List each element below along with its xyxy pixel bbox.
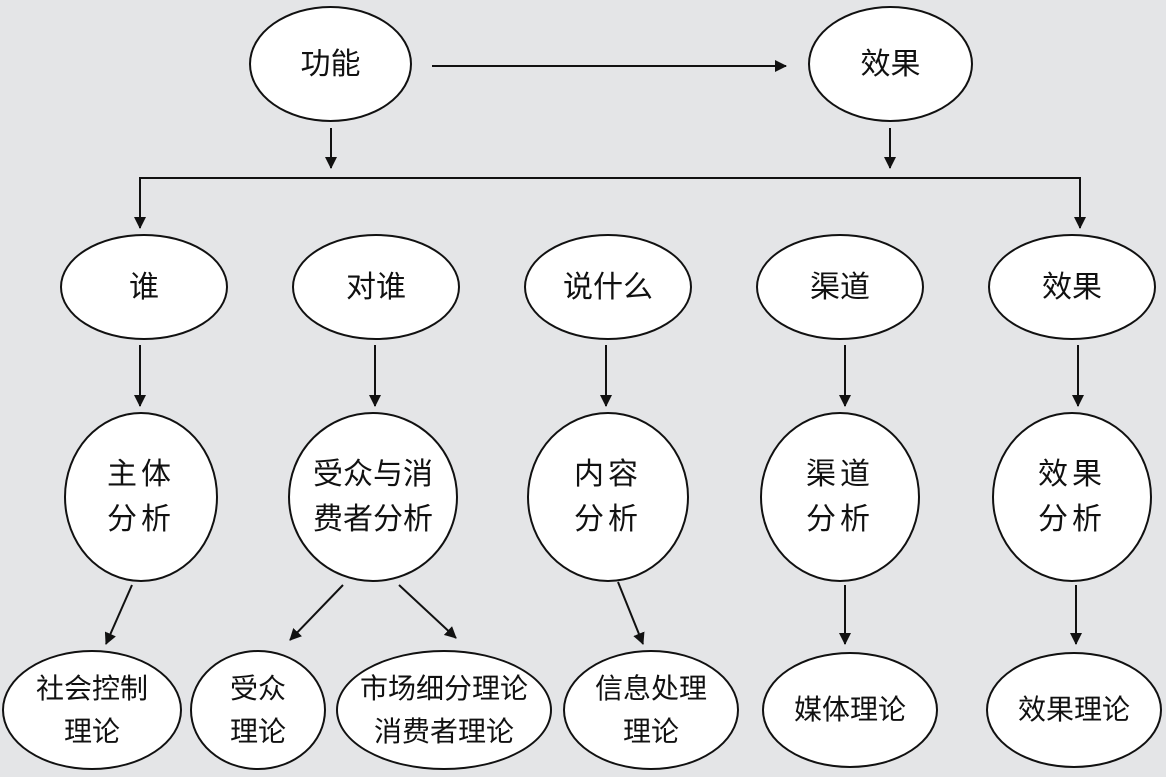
node-to-whom-label: 对谁	[346, 269, 406, 305]
node-who-label: 谁	[129, 269, 159, 305]
node-channel-analysis-line1: 渠道	[806, 457, 874, 492]
node-market-consumer-theory-line1: 市场细分理论	[359, 671, 528, 705]
node-audience-theory-line1: 受众	[229, 671, 286, 705]
node-says-what: 说什么	[524, 234, 692, 340]
node-effect-theory-label: 效果理论	[1017, 693, 1130, 727]
node-subject-analysis: 主体 分析	[64, 412, 218, 582]
node-social-control-theory-line2: 理论	[63, 715, 120, 748]
node-info-processing-theory: 信息处理 理论	[563, 650, 739, 770]
node-info-processing-theory-line1: 信息处理	[594, 671, 707, 705]
node-info-processing-theory-line2: 理论	[622, 715, 679, 748]
node-social-control-theory: 社会控制 理论	[2, 650, 182, 770]
node-subject-analysis-line1: 主体	[107, 457, 175, 492]
node-function-label: 功能	[300, 46, 361, 82]
node-audience-theory-line2: 理论	[229, 715, 286, 748]
node-content-analysis-line2: 分析	[574, 502, 642, 537]
node-function: 功能	[249, 6, 412, 122]
arrow-audience-to-market-consumer	[398, 584, 457, 639]
node-social-control-theory-line1: 社会控制	[35, 671, 148, 705]
node-subject-analysis-line2: 分析	[107, 502, 175, 537]
node-market-consumer-theory-line2: 消费者理论	[373, 715, 514, 748]
node-who: 谁	[60, 234, 228, 340]
arrow-audience-to-audience-theory	[289, 584, 344, 641]
node-content-analysis-line1: 内容	[574, 457, 642, 492]
node-effect-analysis: 效果 分析	[992, 412, 1152, 582]
node-channel-analysis: 渠道 分析	[760, 412, 920, 582]
node-audience-consumer-analysis-line1: 受众与消	[313, 457, 433, 492]
node-effect-top-label: 效果	[860, 46, 921, 82]
node-channel-label: 渠道	[810, 269, 870, 305]
node-audience-consumer-analysis-line2: 费者分析	[313, 502, 433, 537]
node-effect-analysis-line1: 效果	[1038, 457, 1106, 492]
node-effect: 效果	[988, 234, 1156, 340]
node-says-what-label: 说什么	[563, 269, 653, 305]
node-channel: 渠道	[756, 234, 924, 340]
node-audience-theory: 受众 理论	[190, 650, 326, 770]
arrow-content-to-info-processing	[617, 581, 645, 645]
arrow-subject-to-social-control	[104, 584, 133, 645]
node-effect-analysis-line2: 分析	[1038, 502, 1106, 537]
node-media-theory-label: 媒体理论	[793, 693, 906, 727]
node-effect-top: 效果	[808, 6, 973, 122]
node-effect-label: 效果	[1042, 269, 1102, 305]
node-market-consumer-theory: 市场细分理论 消费者理论	[336, 650, 552, 770]
node-content-analysis: 内容 分析	[527, 412, 689, 582]
node-channel-analysis-line2: 分析	[806, 502, 874, 537]
node-to-whom: 对谁	[292, 234, 460, 340]
node-effect-theory: 效果理论	[986, 652, 1162, 768]
node-media-theory: 媒体理论	[762, 652, 938, 768]
node-audience-consumer-analysis: 受众与消 费者分析	[288, 412, 458, 582]
distribution-bar	[139, 177, 1081, 220]
